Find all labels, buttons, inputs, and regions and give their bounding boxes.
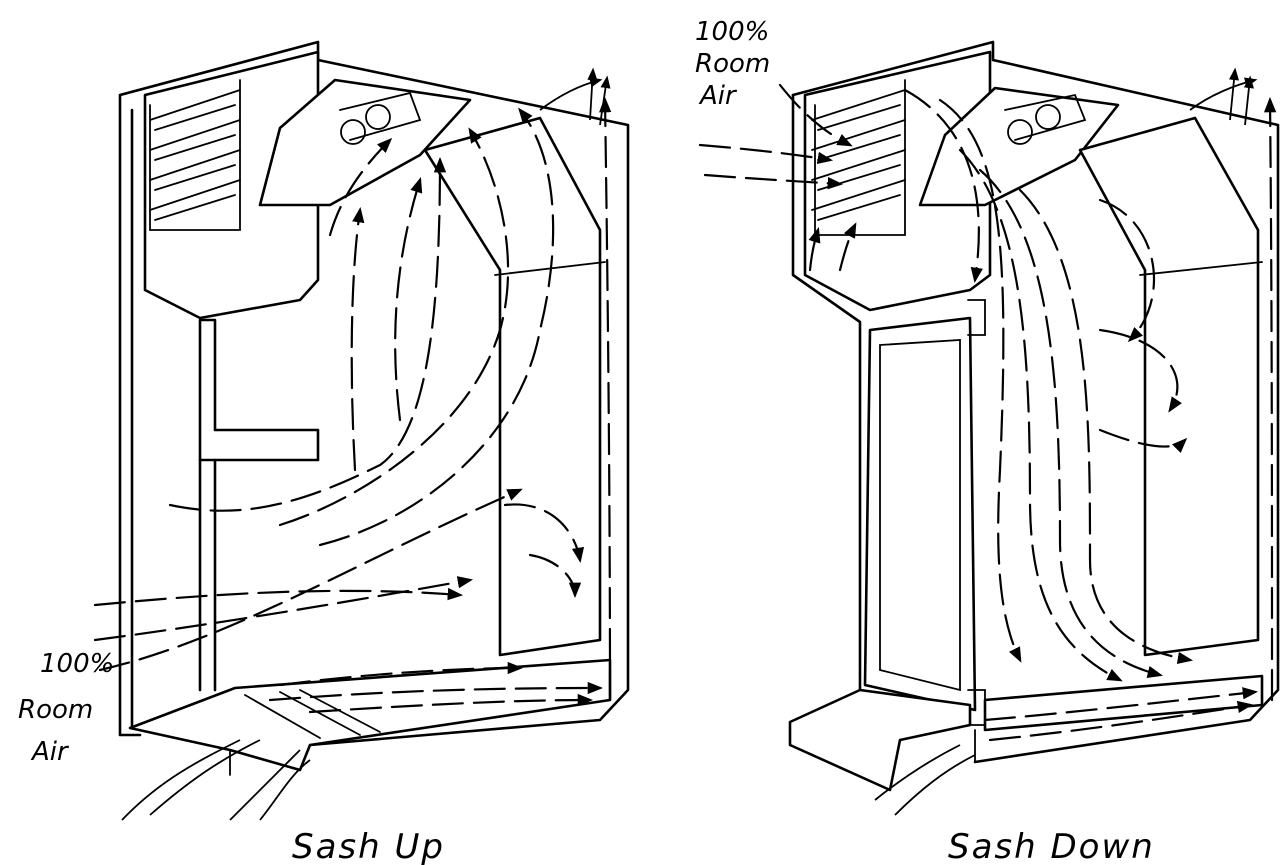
- left-air-label-line1: 100%: [40, 649, 114, 679]
- left-air-label-line2: Room: [18, 695, 93, 725]
- sash-up-air-label: 100% Room Air: [18, 649, 114, 767]
- sash-down-airflow: [698, 67, 1277, 816]
- sash-up-caption: Sash Up: [292, 827, 445, 865]
- sash-down-air-label: 100% Room Air: [695, 17, 770, 111]
- right-air-label-line1: 100%: [695, 17, 769, 47]
- sash-down-caption: Sash Down: [948, 827, 1155, 865]
- left-air-label-line3: Air: [30, 737, 70, 767]
- right-air-label-line2: Room: [695, 49, 770, 79]
- sash-up-hood: [118, 40, 630, 776]
- right-air-label-line3: Air: [698, 81, 738, 111]
- sash-down-hood: [788, 40, 1280, 792]
- sash-up-airflow: [93, 67, 612, 821]
